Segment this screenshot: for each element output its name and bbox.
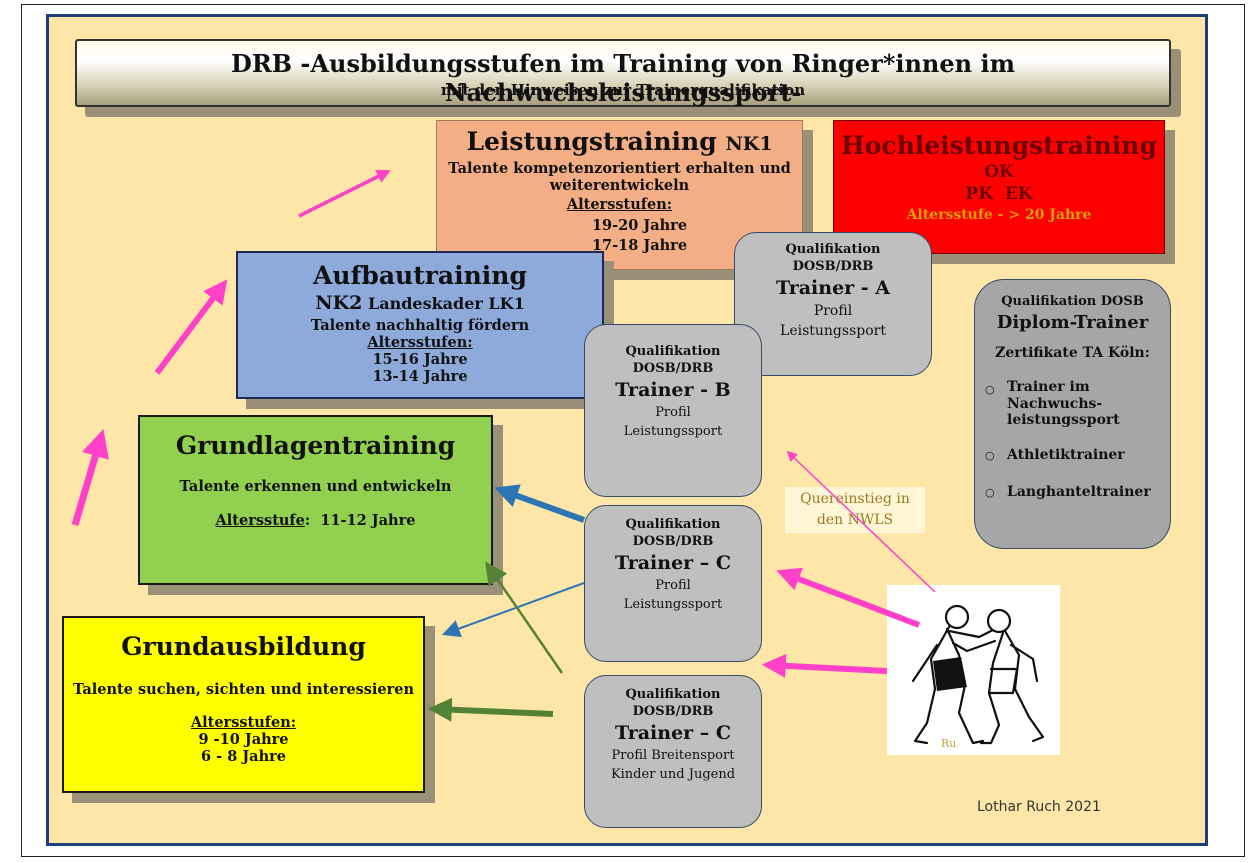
grundaus-age-2: 6 - 8 Jahre [200,748,286,766]
quer-l2: den NWLS [816,512,894,528]
trainer-a-q1: Qualifikation [785,242,881,257]
diplom-item-nachwuchs: Trainer im Nachwuchs- leistungssport [975,379,1170,429]
grundaus-age-label: Altersstufen: [190,714,297,731]
diplom-q: Qualifikation DOSB [1001,294,1144,309]
leistung-age-2: 17-18 Jahre [591,237,688,255]
stage-hochleistungstraining: Hochleistungstraining OK PK EK Altersstu… [833,120,1165,254]
arrow-entry-trainerc2 [761,653,888,678]
qualification-diplom-trainer: Qualifikation DOSB Diplom-Trainer Zertif… [974,279,1171,549]
grundlagen-age-value: : 11-12 Jahre [304,512,416,529]
qualification-trainer-c-leistungssport: Qualifikation DOSB/DRB Trainer – C Profi… [584,505,762,662]
trainer-a-p1: Profil [813,303,853,319]
grundaus-age-1: 9 -10 Jahre [198,731,289,749]
aufbau-heading: Aufbautraining [313,261,527,290]
arrow-progress-3 [298,170,391,218]
arrow-progress-2 [154,279,228,375]
qualification-trainer-c-breitensport: Qualifikation DOSB/DRB Trainer – C Profi… [584,675,762,828]
diplom-zertifikate: Zertifikate TA Köln: [995,345,1150,361]
wrestlers-illustration: Ru [887,585,1060,755]
aufbau-kader-lk1: Landeskader LK1 [367,294,525,313]
trainer-b-q1: Qualifikation [625,344,721,359]
stage-grundlagentraining: Grundlagentraining Talente erkennen und … [138,415,493,585]
credit-text: Lothar Ruch 2021 [977,799,1101,815]
grundlagen-heading: Grundlagentraining [175,431,456,460]
arrow-green-grundaus [427,697,554,722]
trainer-a-p2: Leistungssport [780,323,886,339]
aufbau-kader-nk2: NK2 [315,292,363,314]
trainer-c2-q2: DOSB/DRB [632,704,714,719]
leistung-line2: weiterentwickeln [549,177,690,195]
leistung-age-label: Altersstufen: [566,196,673,214]
leistung-line1: Talente kompetenzorientiert erhalten und [448,160,791,177]
diplom-item-langhantel: Langhanteltrainer [975,482,1170,503]
diplom-item-1-l1: Trainer im [1007,379,1090,395]
trainer-c2-p2: Kinder und Jugend [610,767,736,782]
trainer-c2-q1: Qualifikation [625,687,721,702]
hoch-age: Altersstufe - > 20 Jahre [906,207,1092,223]
diplom-item-3: Langhanteltrainer [1007,483,1151,500]
title-sub: mit den Hinweisen zur Trainerqualifikati… [440,81,806,99]
quer-l1: Quereinstieg in [800,491,910,507]
qualification-trainer-a: Qualifikation DOSB/DRB Trainer - A Profi… [734,232,932,376]
arrow-green-grundlagen [485,561,564,674]
qualification-trainer-b: Qualifikation DOSB/DRB Trainer - B Profi… [584,324,762,497]
trainer-c2-p1: Profil Breitensport [611,748,735,763]
diplom-item-1-l2: Nachwuchs- [1007,395,1103,412]
trainer-b-name: Trainer - B [615,379,731,401]
image-caption: Ru [941,737,956,750]
stage-aufbautraining: Aufbautraining NK2 Landeskader LK1 Talen… [236,251,604,399]
diplom-name: Diplom-Trainer [996,312,1149,333]
grundaus-heading: Grundausbildung [121,632,366,661]
wrestlers-icon: Ru [911,604,1045,750]
stage-grundausbildung: Grundausbildung Talente suchen, sichten … [62,616,425,793]
aufbau-age-1: 15-16 Jahre [372,351,468,369]
diagram-canvas: DRB -Ausbildungsstufen im Training von R… [46,14,1208,846]
quereinstieg-label: Quereinstieg in den NWLS [785,487,925,533]
trainer-c1-p2: Leistungssport [623,597,723,612]
trainer-b-q2: DOSB/DRB [632,361,714,376]
trainer-c2-name: Trainer – C [614,722,732,744]
hoch-ok: OK [984,162,1014,182]
trainer-c1-q2: DOSB/DRB [632,534,714,549]
aufbau-age-label: Altersstufen: [367,334,473,352]
diplom-item-athletik: Athletiktrainer [975,445,1170,466]
outer-frame [21,4,1245,857]
trainer-c1-name: Trainer – C [614,552,732,574]
grundlagen-age-label: Altersstufe [215,512,305,529]
grundaus-line1: Talente suchen, sichten und interessiere… [72,681,415,698]
trainer-c1-p1: Profil [655,578,691,593]
arrow-progress-1 [71,428,109,526]
leistung-heading: Leistungstraining [466,127,717,156]
grundlagen-line1: Talente erkennen und entwickeln [179,478,452,495]
trainer-a-q2: DOSB/DRB [792,259,874,274]
title-main: DRB -Ausbildungsstufen im Training von R… [231,49,1015,107]
arrow-trainerc-grundaus [441,582,585,638]
leistung-age-1: 19-20 Jahre [591,217,688,235]
diplom-item-1-l3: leistungssport [1007,412,1120,429]
aufbau-line1: Talente nachhaltig fördern [310,317,530,334]
diplom-item-2: Athletiktrainer [1007,446,1125,463]
trainer-a-name: Trainer - A [775,277,891,299]
trainer-b-p2: Leistungssport [623,424,723,439]
hoch-heading: Hochleistungstraining [841,131,1157,160]
aufbau-age-2: 13-14 Jahre [372,368,468,386]
trainer-b-p1: Profil [655,405,691,420]
arrow-trainerc-grundlagen [494,484,586,523]
leistung-kader: NK1 [725,133,773,155]
hoch-pk-ek: PK EK [965,184,1033,204]
trainer-c1-q1: Qualifikation [625,517,721,532]
diplom-list: Trainer im Nachwuchs- leistungssport Ath… [975,379,1170,503]
title-banner: DRB -Ausbildungsstufen im Training von R… [75,39,1171,107]
